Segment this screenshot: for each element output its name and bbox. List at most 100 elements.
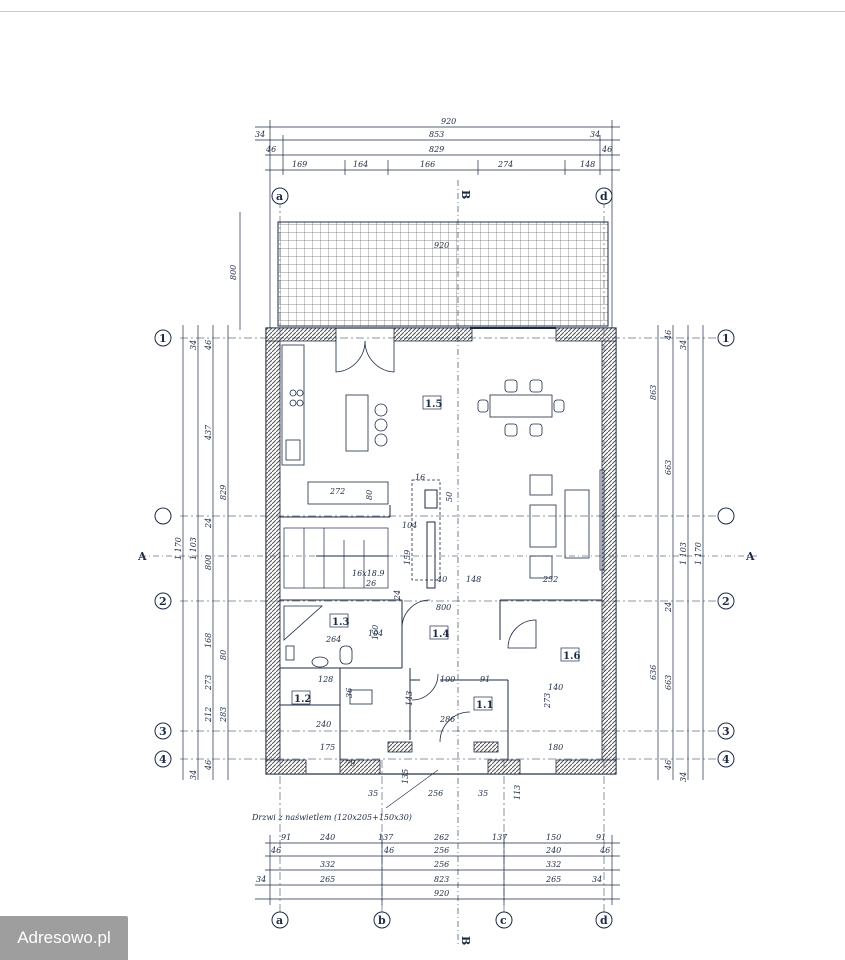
svg-text:920: 920 [441,117,456,126]
svg-text:34: 34 [592,875,602,884]
bathroom-fixtures [283,605,373,705]
svg-text:853: 853 [429,130,444,139]
svg-text:274: 274 [497,160,513,169]
kitchen-furniture [281,344,605,581]
svg-text:34: 34 [256,875,266,884]
top-dimension-chains [255,120,620,330]
svg-text:46: 46 [383,846,394,855]
room-labels: 1.1 1.2 1.3 1.4 1.5 1.6 [291,395,580,711]
svg-text:166: 166 [420,160,435,169]
watermark-badge: Adresowo.pl [0,916,128,960]
svg-text:91: 91 [281,833,291,842]
svg-text:46: 46 [265,145,276,154]
svg-text:B: B [459,190,472,199]
svg-text:212: 212 [204,707,213,723]
svg-text:1 170: 1 170 [694,542,703,565]
top-dimension-labels: 920 853 829 34 34 46 46 169 164 166 274 … [255,117,612,169]
svg-text:283: 283 [219,707,228,723]
svg-text:175: 175 [320,743,335,752]
svg-text:1 103: 1 103 [189,537,198,560]
svg-text:B: B [459,936,472,945]
svg-text:50: 50 [445,492,454,502]
axis-2-left [154,592,172,610]
svg-text:34: 34 [590,130,600,139]
interior-walls [280,489,602,760]
svg-text:79: 79 [345,759,355,768]
svg-text:252: 252 [542,575,558,584]
svg-text:829: 829 [429,145,444,154]
room-1-3-label: 1.3 [332,617,349,628]
left-dimension-labels: 34 46 437 829 1 170 1 103 800 168 80 212… [174,340,228,780]
svg-text:46: 46 [664,760,673,771]
entry-door-note: Drzwi z naświetlem (120x205+150x30) [251,813,412,822]
top-divider [0,11,845,12]
svg-text:150: 150 [546,833,561,842]
svg-text:240: 240 [315,720,331,729]
svg-text:272: 272 [329,487,345,496]
svg-text:80: 80 [219,650,228,660]
svg-text:16: 16 [415,473,425,482]
bottom-dimension-labels: 91 240 137 46 262 256 137 150 240 91 46 … [256,833,610,898]
svg-text:164: 164 [353,160,368,169]
axis-d-top [595,187,613,205]
svg-text:91: 91 [596,833,606,842]
svg-text:104: 104 [368,629,383,638]
door-swings [335,327,556,743]
svg-text:256: 256 [433,860,449,869]
svg-text:113: 113 [513,785,522,800]
svg-text:920: 920 [434,889,449,898]
svg-text:24: 24 [393,590,402,601]
axis-4-right [717,750,735,768]
axis-a-bottom [271,911,289,929]
axis-marker-labels: a d a b c d 1 2 3 4 1 2 3 4 A A B B [137,190,755,945]
svg-text:829: 829 [219,485,228,500]
svg-text:2: 2 [159,595,167,608]
svg-text:d: d [600,914,608,927]
svg-text:2: 2 [722,595,730,608]
axis-b-bottom [373,911,391,929]
room-1-1-label: 1.1 [476,700,493,711]
svg-text:256: 256 [433,846,449,855]
svg-text:332: 332 [546,860,561,869]
axis-3-left [154,722,172,740]
svg-text:143: 143 [405,691,414,706]
svg-text:a: a [276,914,283,927]
svg-text:863: 863 [649,385,658,400]
svg-text:46: 46 [601,145,612,154]
svg-text:240: 240 [319,833,335,842]
axis-3-right [717,722,735,740]
svg-text:800: 800 [229,265,238,280]
svg-text:35: 35 [368,789,378,798]
svg-text:46: 46 [664,330,673,341]
svg-text:169: 169 [292,160,307,169]
svg-text:168: 168 [204,633,213,648]
svg-text:148: 148 [466,575,481,584]
svg-text:46: 46 [270,846,281,855]
svg-text:160: 160 [371,625,380,640]
svg-text:3: 3 [159,725,167,738]
svg-text:135: 135 [401,769,410,784]
svg-text:240: 240 [545,846,561,855]
axis-2-right [717,592,735,610]
svg-text:4: 4 [159,753,167,766]
svg-text:46: 46 [204,340,213,351]
interior-dimension-labels: 272 80 16 50 104 159 40 148 252 16x18.9 … [315,473,563,800]
svg-text:80: 80 [365,490,374,500]
svg-text:265: 265 [319,875,335,884]
room-1-2-label: 1.2 [294,694,311,705]
svg-text:1 103: 1 103 [679,542,688,565]
svg-text:104: 104 [402,521,417,530]
axis-c-bottom [495,911,513,929]
bottom-dimension-chains [255,835,620,905]
axis-4-left [154,750,172,768]
svg-text:273: 273 [543,693,552,709]
svg-text:46: 46 [599,846,610,855]
svg-text:26: 26 [365,579,376,588]
svg-text:137: 137 [378,833,394,842]
svg-text:A: A [745,550,755,563]
svg-text:3: 3 [722,725,730,738]
outer-walls [265,327,617,775]
right-dimension-labels: 34 46 863 663 1 103 1 170 24 636 663 46 … [649,330,703,782]
svg-text:35: 35 [478,789,488,798]
section-lines [140,180,760,945]
